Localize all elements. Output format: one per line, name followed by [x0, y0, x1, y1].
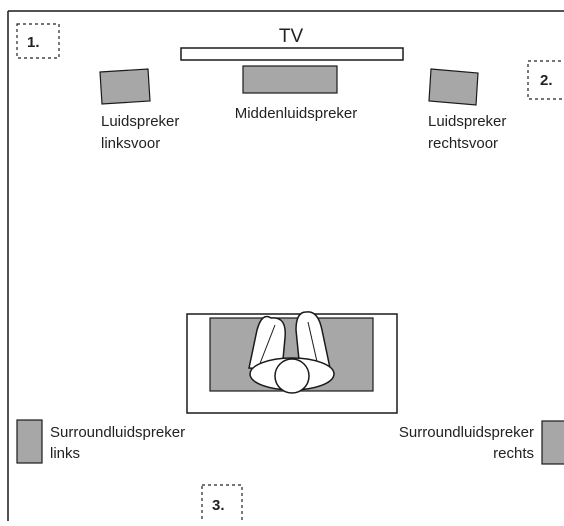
front-right-speaker-label-line1: Luidspreker	[428, 113, 506, 130]
surround-right-speaker-label-line2: rechts	[493, 445, 534, 462]
surround-right-speaker: Surroundluidspreker rechts	[399, 420, 564, 465]
surround-left-speaker-label-line2: links	[50, 445, 80, 462]
front-left-speaker-label-line1: Luidspreker	[101, 113, 179, 130]
center-speaker: Middenluidspreker	[235, 65, 358, 122]
front-left-speaker: Luidspreker linksvoor	[99, 68, 179, 152]
surround-left-speaker: Surroundluidspreker links	[16, 419, 185, 464]
surround-right-speaker-box	[541, 420, 564, 465]
tv-label: TV	[279, 26, 304, 47]
center-speaker-label: Middenluidspreker	[235, 105, 358, 122]
position-marker-3-label: 3.	[212, 497, 225, 514]
front-left-speaker-box	[99, 68, 151, 105]
surround-right-speaker-label-line1: Surroundluidspreker	[399, 424, 534, 441]
front-right-speaker-label-line2: rechtsvoor	[428, 135, 498, 152]
tv: TV	[180, 26, 404, 61]
front-right-speaker-box	[428, 68, 479, 106]
surround-left-speaker-box	[16, 419, 43, 464]
position-marker-2-label: 2.	[540, 72, 553, 89]
center-speaker-box	[242, 65, 338, 94]
position-marker-3: 3.	[201, 484, 243, 526]
position-marker-2: 2.	[527, 60, 564, 100]
listener-person-icon	[248, 311, 335, 394]
front-left-speaker-label-line2: linksvoor	[101, 135, 160, 152]
front-right-speaker: Luidspreker rechtsvoor	[428, 68, 506, 152]
position-marker-1: 1.	[16, 23, 60, 59]
position-marker-1-label: 1.	[27, 34, 40, 51]
room-outline	[7, 10, 564, 521]
tv-screen	[180, 47, 404, 61]
surround-left-speaker-label-line1: Surroundluidspreker	[50, 424, 185, 441]
sofa	[186, 313, 398, 414]
